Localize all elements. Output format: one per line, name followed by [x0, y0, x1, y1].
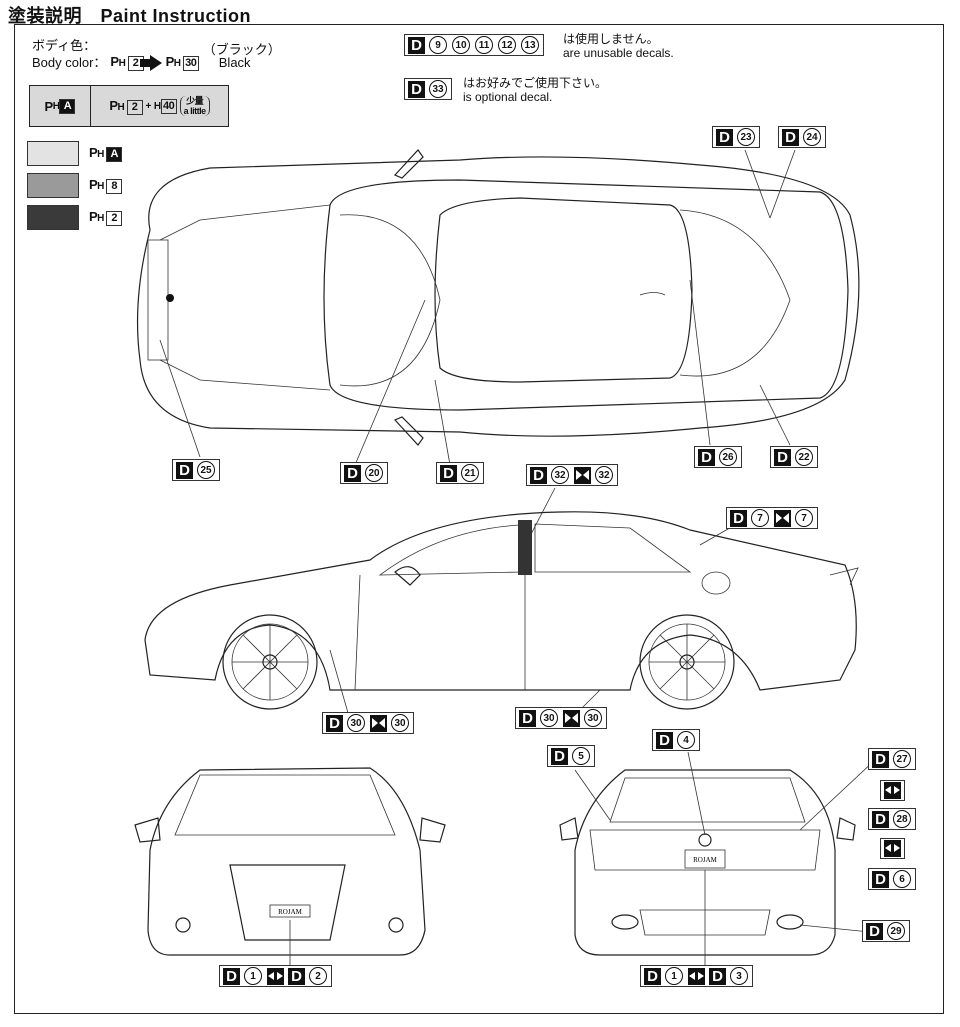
unusable-text-jp: は使用しません。: [563, 32, 659, 46]
legend-item-dark: PH 2: [27, 205, 123, 230]
legend-item-mid: PH 8: [27, 173, 123, 198]
optional-text-en: is optional decal.: [463, 90, 553, 104]
car-side-view: [144, 511, 859, 710]
front-plate-text: ROJAM: [278, 908, 303, 916]
paint-name-en: Black: [218, 55, 251, 70]
flip-icon: [267, 967, 284, 985]
car-top-view: [136, 149, 860, 446]
paint-code-to: PH 30: [166, 54, 199, 72]
arrow-right-icon: [139, 55, 162, 71]
car-rear-view: ROJAM: [559, 769, 856, 956]
mirror-pair-icon: [574, 466, 591, 484]
flip-icon-2: [880, 838, 905, 859]
unusable-text-en: are unusable decals.: [563, 46, 674, 60]
legend-item-light: PH A: [27, 141, 123, 166]
paint-name-jp: （ブラック）: [202, 42, 281, 57]
instruction-frame: [14, 24, 944, 1014]
body-color-block: ボディ色： Body color： PH 2 PH 30 （ブラック） Blac…: [32, 38, 281, 72]
rear-plate-text: ROJAM: [693, 856, 718, 864]
mirror-pair-icon: [774, 509, 791, 527]
car-front-view: ROJAM: [134, 767, 446, 956]
body-color-label-jp: ボディ色：: [32, 38, 97, 53]
body-color-label-en: Body color：: [32, 55, 107, 70]
mirror-pair-icon: [370, 714, 387, 732]
optional-text-jp: はお好みでご使用下さい。: [463, 76, 608, 90]
flip-icon: [688, 967, 705, 985]
mirror-pair-icon: [563, 709, 580, 727]
page-title: 塗装説明 Paint Instruction: [8, 6, 252, 26]
flip-icon-1: [880, 780, 905, 801]
